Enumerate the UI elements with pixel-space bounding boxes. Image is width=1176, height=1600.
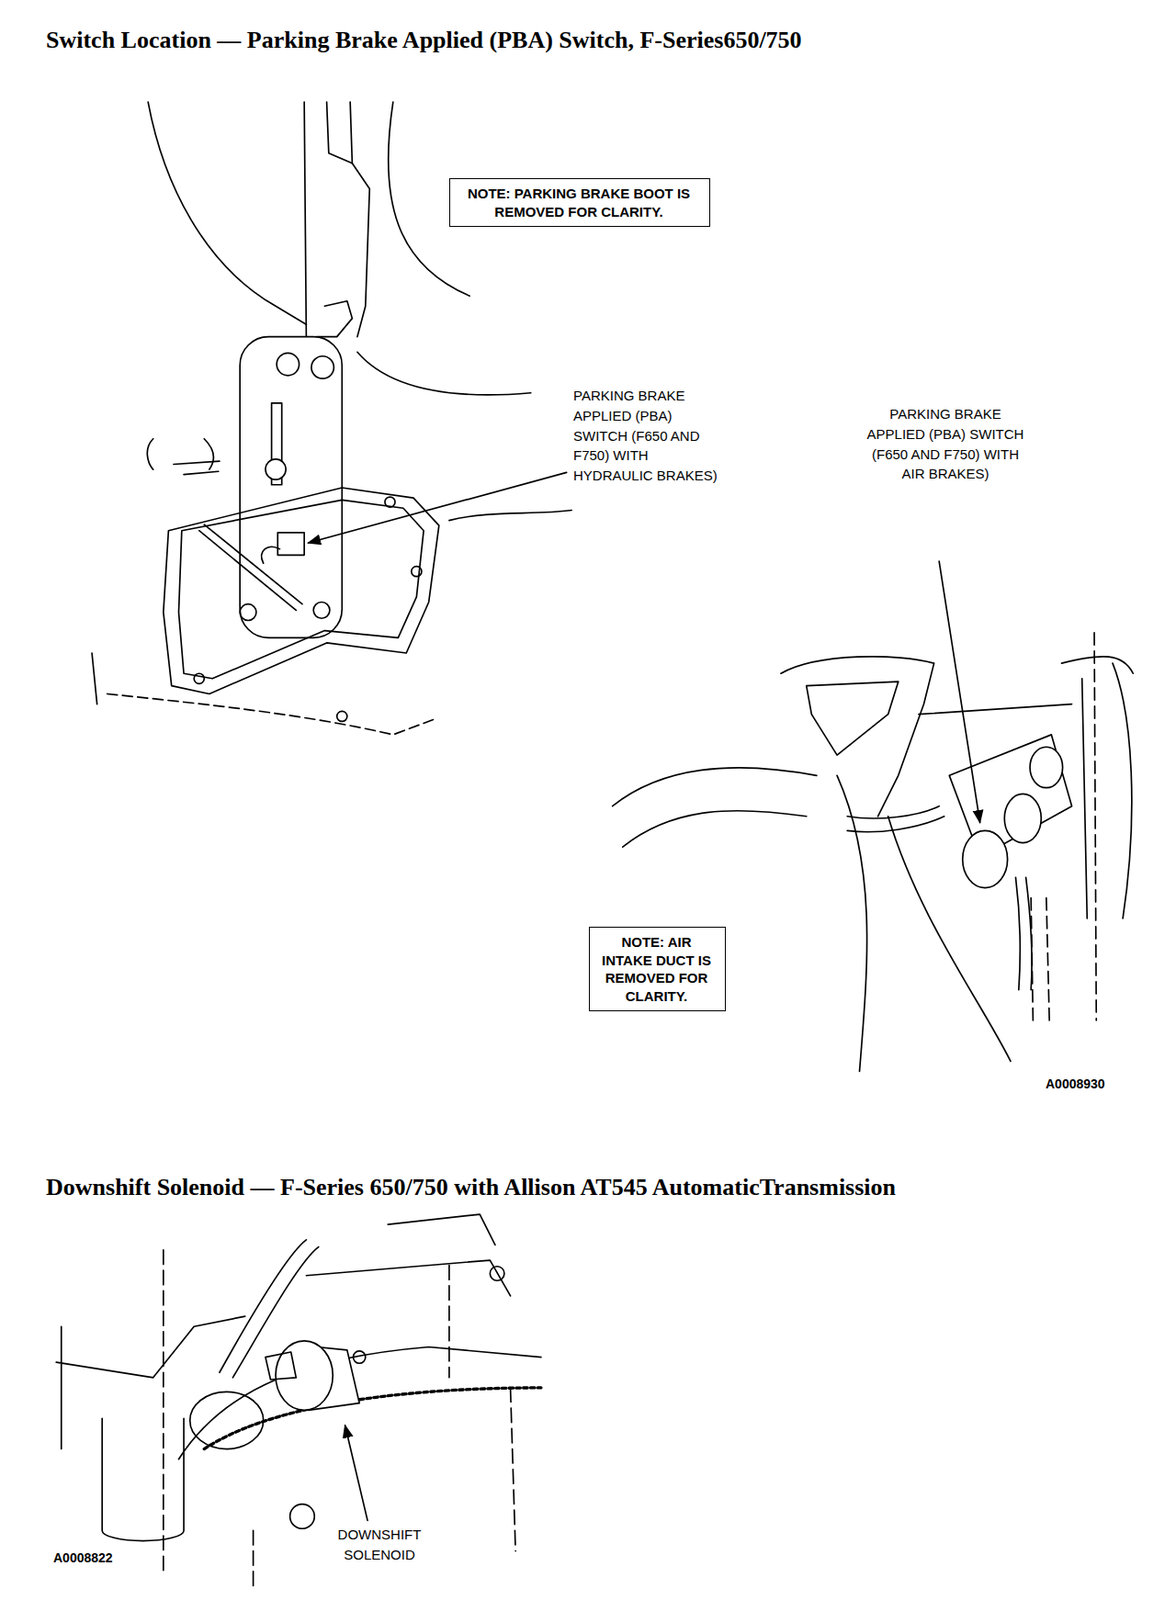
floor-outline <box>107 693 435 735</box>
section-heading: Downshift Solenoid — F-Series 650/750 wi… <box>45 1173 1167 1202</box>
tube <box>101 1418 184 1541</box>
downshift-solenoid-view <box>56 1214 542 1593</box>
plate-hole <box>311 356 334 379</box>
transmission-case <box>305 1214 510 1297</box>
frame-loop <box>806 681 899 756</box>
plate-hole <box>276 352 299 375</box>
figure-id: A0008930 <box>1045 1076 1156 1092</box>
bolt <box>352 1351 365 1364</box>
callout-label: PARKING BRAKE APPLIED (PBA) SWITCH (F650… <box>866 404 1025 485</box>
bolt <box>239 604 257 622</box>
figure-id: A0008822 <box>53 1550 164 1566</box>
callout-label: PARKING BRAKE APPLIED (PBA) SWITCH (F650… <box>573 385 730 487</box>
leader-lines <box>308 472 981 1521</box>
bolt <box>411 566 422 577</box>
page-title: Switch Location — Parking Brake Applied … <box>45 25 1158 55</box>
bolt <box>313 601 330 619</box>
bolt <box>489 1266 505 1282</box>
floor-plane <box>56 1316 246 1449</box>
background-curve <box>357 351 532 396</box>
callout-label: DOWNSHIFT SOLENOID <box>315 1525 444 1566</box>
note-text: NOTE: AIR INTAKE DUCT IS REMOVED FOR CLA… <box>599 933 714 1006</box>
lever-pivot <box>316 301 352 338</box>
switch-wire <box>261 546 281 564</box>
frame-loop <box>780 656 935 817</box>
floor-outline <box>91 439 214 705</box>
valve-port <box>1029 746 1063 788</box>
boot-base <box>163 461 440 694</box>
lever-arm <box>327 101 353 164</box>
bolt <box>193 673 204 684</box>
frame-member <box>163 1250 516 1593</box>
boot-flange <box>179 471 425 679</box>
air-hose <box>1015 877 1032 990</box>
case-opening <box>190 1391 264 1449</box>
solenoid-face <box>275 1341 333 1412</box>
note-box: NOTE: AIR INTAKE DUCT IS REMOVED FOR CLA… <box>588 927 726 1012</box>
solenoid-connector <box>265 1352 296 1380</box>
lever-plate <box>239 337 342 639</box>
leader-arrow <box>345 1425 368 1521</box>
bolt <box>290 1504 316 1530</box>
note-box: NOTE: PARKING BRAKE BOOT IS REMOVED FOR … <box>449 178 711 227</box>
valve-body <box>949 735 1072 858</box>
pba-switch <box>277 532 305 555</box>
frame-member <box>612 656 1134 848</box>
lever-arm <box>304 101 370 338</box>
note-text: NOTE: PARKING BRAKE BOOT IS REMOVED FOR … <box>459 184 699 221</box>
bolt <box>384 497 396 508</box>
background-curve <box>1112 663 1132 919</box>
valve-port <box>1004 793 1041 843</box>
air-hose <box>847 806 945 833</box>
frame-member <box>1082 678 1088 919</box>
background-curve <box>147 101 306 325</box>
bolt <box>337 711 348 722</box>
slot-knob <box>265 459 286 480</box>
leader-arrow <box>938 561 980 823</box>
leader-arrow <box>308 472 567 543</box>
valve-port <box>962 830 1008 888</box>
floor-outline <box>449 509 572 521</box>
